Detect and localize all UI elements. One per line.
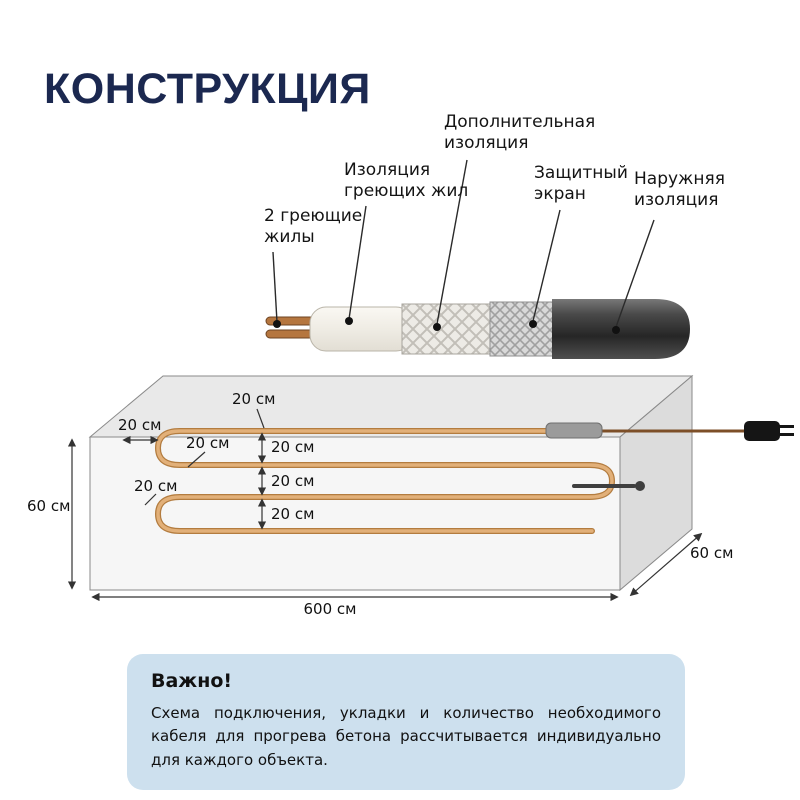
note-title: Важно! [151, 670, 233, 692]
dim-depth-label: 60 см [690, 544, 733, 562]
protective-screen-layer [489, 301, 559, 357]
label-protective-screen: Защитный экран [534, 163, 628, 205]
coupling-sleeve-icon [545, 422, 603, 439]
dim-length-label: 600 см [304, 600, 357, 618]
leader-dots [273, 317, 620, 334]
dim-spacing-label: 20 см [134, 477, 177, 495]
dimension-labels: 60 см 600 см 60 см 20 см 20 см 20 см 20 … [27, 390, 733, 618]
dim-spacing-label: 20 см [186, 434, 229, 452]
dim-spacing-label: 20 см [271, 438, 314, 456]
concrete-slab [88, 374, 694, 592]
label-extra-insulation: Дополнительная изоляция [444, 112, 596, 154]
label-heating-cores: 2 греющие жилы [264, 206, 363, 248]
page-title: КОНСТРУКЦИЯ [44, 64, 371, 113]
plug-icon [744, 421, 794, 441]
note-text: Схема подключения, укладки и количество … [151, 704, 661, 769]
extra-insulation-layer [401, 303, 495, 355]
label-outer-insulation: Наружняя изоляция [634, 169, 725, 211]
dim-spacing-label: 20 см [118, 416, 161, 434]
heating-cable-layout [155, 421, 794, 534]
cable-cross-section [265, 299, 690, 359]
dim-spacing-label: 20 см [271, 505, 314, 523]
dim-height-label: 60 см [27, 497, 70, 515]
label-core-insulation: Изоляция греющих жил [344, 160, 469, 202]
outer-jacket-layer [552, 299, 690, 359]
core-insulation-layer [309, 306, 413, 352]
dim-spacing-label: 20 см [232, 390, 275, 408]
leader-lines [272, 159, 655, 328]
important-note-box: Важно! Схема подключения, укладки и коли… [127, 654, 685, 790]
dim-spacing-label: 20 см [271, 472, 314, 490]
dimension-lines [67, 408, 703, 602]
end-termination-tip-icon [635, 481, 645, 491]
